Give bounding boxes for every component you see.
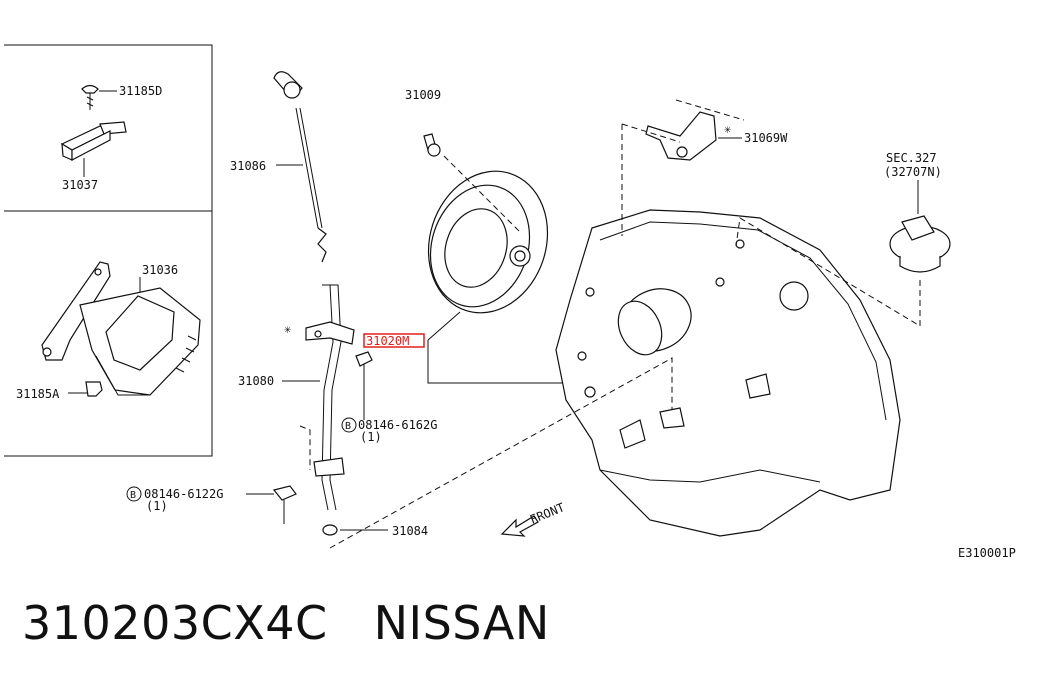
label-bolt-08146-6122G: 08146-6122G (144, 487, 223, 501)
label-sec327-sub: (32707N) (884, 165, 942, 179)
circled-b-letter-2: B (130, 490, 136, 501)
label-31036: 31036 (142, 263, 178, 277)
label-31020M: 31020M (366, 334, 409, 348)
label-sec327: SEC.327 (886, 151, 937, 165)
label-bolt-qty-1: (1) (360, 430, 382, 444)
highlight-31020M (363, 333, 425, 348)
transmission-case (555, 209, 901, 537)
inset-top-parts (60, 84, 127, 177)
caption: 310203CX4C NISSAN (22, 596, 596, 650)
circled-b-letter-1: B (345, 421, 351, 432)
label-31037: 31037 (62, 178, 98, 192)
label-bolt-qty-2: (1) (146, 499, 168, 513)
dipstick (273, 71, 327, 263)
circled-b-markers (126, 417, 357, 502)
bracket-31069W (621, 99, 745, 236)
sensor-sec327 (735, 180, 951, 327)
inset-bottom-parts (41, 261, 201, 397)
label-front: FRONT (528, 500, 567, 527)
front-arrow (500, 515, 539, 537)
label-31185A: 31185A (16, 387, 60, 401)
star-marker-tube: ✳ (284, 322, 291, 336)
label-31069W: 31069W (744, 131, 788, 145)
label-31080: 31080 (238, 374, 274, 388)
caption-brand: NISSAN (373, 596, 550, 650)
caption-part-number: 310203CX4C (22, 596, 328, 650)
torque-converter (427, 155, 570, 384)
label-31084: 31084 (392, 524, 428, 538)
label-bolt-08146-6162G: 08146-6162G (358, 418, 437, 432)
label-31086: 31086 (230, 159, 266, 173)
oil-tube (282, 284, 355, 511)
bolts (246, 133, 441, 524)
star-marker-bracket: ✳ (724, 122, 731, 136)
diagram-id: E310001P (958, 546, 1016, 560)
label-31185D: 31185D (119, 84, 162, 98)
label-31009: 31009 (405, 88, 441, 102)
seal-and-guides (299, 357, 673, 549)
inset-panels (4, 44, 213, 457)
